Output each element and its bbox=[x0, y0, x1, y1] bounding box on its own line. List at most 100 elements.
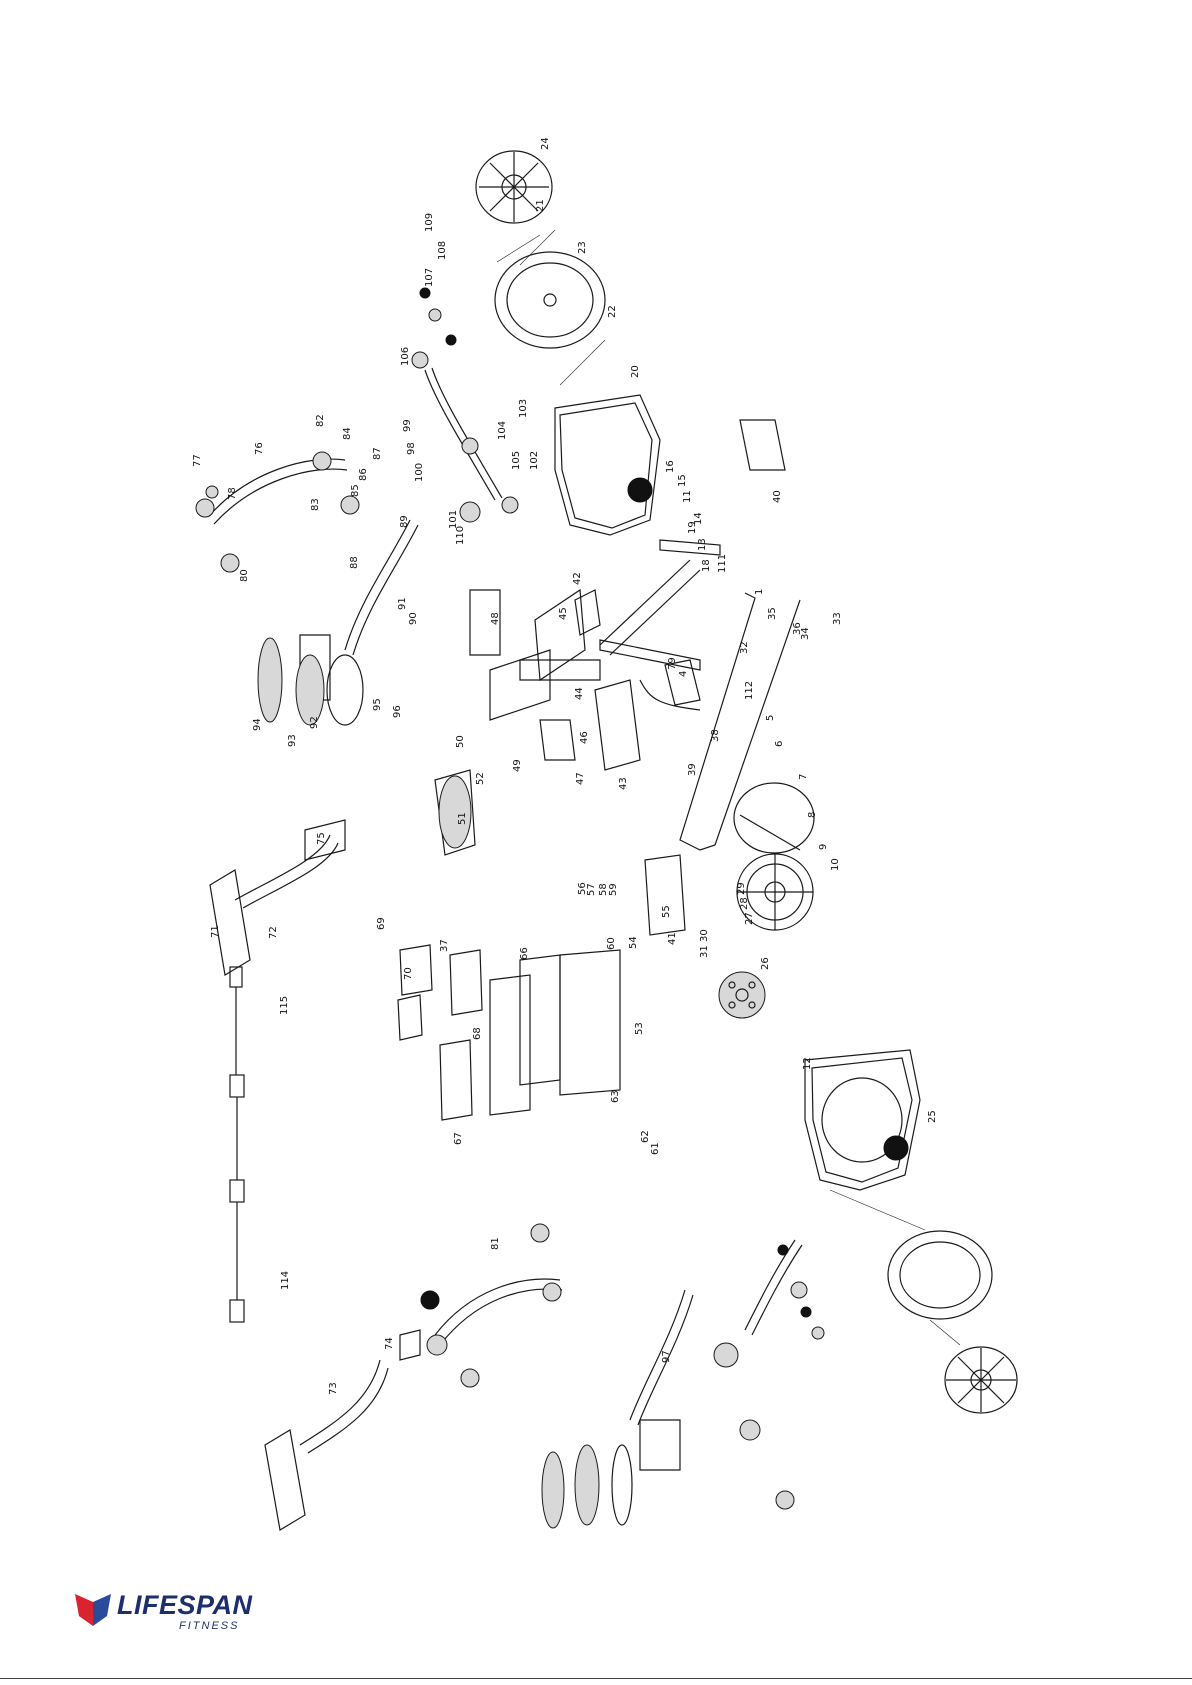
part-label-73: 73 bbox=[328, 1382, 339, 1395]
part-label-59: 59 bbox=[608, 883, 619, 896]
part-label-91: 91 bbox=[397, 597, 408, 610]
part-label-42: 42 bbox=[572, 572, 583, 585]
part-label-12: 12 bbox=[802, 1057, 813, 1070]
part-label-43: 43 bbox=[618, 777, 629, 790]
part-number-labels: 1456789101112131415161819202122232425262… bbox=[192, 137, 938, 1395]
part-label-106: 106 bbox=[400, 347, 411, 366]
part-label-88: 88 bbox=[349, 556, 360, 569]
part-label-20: 20 bbox=[630, 365, 641, 378]
drive-group bbox=[718, 782, 815, 1019]
part-label-72: 72 bbox=[268, 926, 279, 939]
part-label-50: 50 bbox=[455, 735, 466, 748]
part-label-92: 92 bbox=[309, 716, 320, 729]
part-label-108: 108 bbox=[437, 241, 448, 260]
part-label-26: 26 bbox=[760, 957, 771, 970]
part-label-103: 103 bbox=[518, 399, 529, 418]
part-label-66: 66 bbox=[519, 947, 530, 960]
part-label-81: 81 bbox=[490, 1237, 501, 1250]
part-label-97: 97 bbox=[661, 1350, 672, 1363]
part-label-8: 8 bbox=[807, 812, 818, 818]
lower-arm-group bbox=[420, 1223, 825, 1529]
part-label-105: 105 bbox=[511, 451, 522, 470]
part-label-82: 82 bbox=[315, 414, 326, 427]
part-label-25: 25 bbox=[927, 1110, 938, 1123]
part-label-4: 4 bbox=[678, 671, 689, 677]
part-label-19: 19 bbox=[687, 521, 698, 534]
part-label-57: 57 bbox=[586, 883, 597, 896]
part-label-75: 75 bbox=[316, 832, 327, 845]
footer-rule bbox=[0, 1678, 1192, 1679]
part-label-23: 23 bbox=[577, 241, 588, 254]
part-label-24: 24 bbox=[540, 137, 551, 150]
part-label-45: 45 bbox=[558, 607, 569, 620]
part-label-67: 67 bbox=[453, 1132, 464, 1145]
part-label-90: 90 bbox=[408, 612, 419, 625]
part-label-29: 29 bbox=[736, 882, 747, 895]
part-label-1: 1 bbox=[754, 589, 765, 595]
part-label-95: 95 bbox=[372, 698, 383, 711]
part-label-83: 83 bbox=[310, 498, 321, 511]
shroud-group bbox=[397, 419, 786, 1121]
part-label-13: 13 bbox=[697, 538, 708, 551]
part-label-47: 47 bbox=[575, 772, 586, 785]
part-label-61: 61 bbox=[650, 1142, 661, 1155]
part-label-68: 68 bbox=[472, 1027, 483, 1040]
part-label-14: 14 bbox=[693, 512, 704, 525]
part-label-115: 115 bbox=[279, 996, 290, 1015]
part-label-55: 55 bbox=[661, 905, 672, 918]
upper-pedal-group bbox=[257, 519, 476, 856]
part-label-18: 18 bbox=[701, 559, 712, 572]
part-label-32: 32 bbox=[739, 641, 750, 654]
part-label-11: 11 bbox=[682, 490, 693, 503]
part-label-53: 53 bbox=[634, 1022, 645, 1035]
part-label-9: 9 bbox=[818, 844, 829, 850]
upper-arm-group bbox=[195, 287, 519, 573]
part-label-46: 46 bbox=[579, 731, 590, 744]
part-label-99: 99 bbox=[402, 419, 413, 432]
part-label-89: 89 bbox=[399, 515, 410, 528]
part-label-86: 86 bbox=[358, 468, 369, 481]
part-label-111: 111 bbox=[717, 554, 728, 573]
part-label-51: 51 bbox=[457, 812, 468, 825]
part-label-28: 28 bbox=[739, 897, 750, 910]
part-label-7: 7 bbox=[798, 774, 809, 780]
part-label-54: 54 bbox=[628, 936, 639, 949]
part-label-114: 114 bbox=[280, 1271, 291, 1290]
part-label-87: 87 bbox=[372, 447, 383, 460]
part-label-80: 80 bbox=[239, 569, 250, 582]
part-label-16: 16 bbox=[665, 460, 676, 473]
part-label-31: 31 bbox=[699, 945, 710, 958]
part-label-38: 38 bbox=[710, 729, 721, 742]
part-label-94: 94 bbox=[252, 718, 263, 731]
part-label-71: 71 bbox=[210, 925, 221, 938]
part-label-78: 78 bbox=[227, 487, 238, 500]
part-label-36: 36 bbox=[792, 622, 803, 635]
part-label-56: 56 bbox=[577, 882, 588, 895]
part-label-21: 21 bbox=[535, 199, 546, 212]
part-label-39: 39 bbox=[687, 763, 698, 776]
part-label-58: 58 bbox=[598, 883, 609, 896]
part-label-101: 101 bbox=[448, 510, 459, 529]
part-label-35: 35 bbox=[767, 607, 778, 620]
part-label-69: 69 bbox=[376, 917, 387, 930]
part-label-85: 85 bbox=[350, 484, 361, 497]
part-label-100: 100 bbox=[414, 463, 425, 482]
part-label-102: 102 bbox=[529, 451, 540, 470]
part-label-107: 107 bbox=[424, 268, 435, 287]
part-label-27: 27 bbox=[744, 912, 755, 925]
part-label-110: 110 bbox=[455, 526, 466, 545]
part-label-62: 62 bbox=[640, 1130, 651, 1143]
part-label-15: 15 bbox=[677, 474, 688, 487]
brand-subtitle: FITNESS bbox=[179, 1620, 240, 1632]
part-label-5: 5 bbox=[765, 715, 776, 721]
part-label-93: 93 bbox=[287, 734, 298, 747]
part-label-74: 74 bbox=[384, 1337, 395, 1350]
part-label-76: 76 bbox=[254, 442, 265, 455]
part-label-109: 109 bbox=[424, 213, 435, 232]
part-label-96: 96 bbox=[392, 705, 403, 718]
part-label-30: 30 bbox=[699, 929, 710, 942]
part-label-79: 79 bbox=[667, 657, 678, 670]
handlebar-group bbox=[209, 819, 421, 1531]
part-label-60: 60 bbox=[606, 937, 617, 950]
